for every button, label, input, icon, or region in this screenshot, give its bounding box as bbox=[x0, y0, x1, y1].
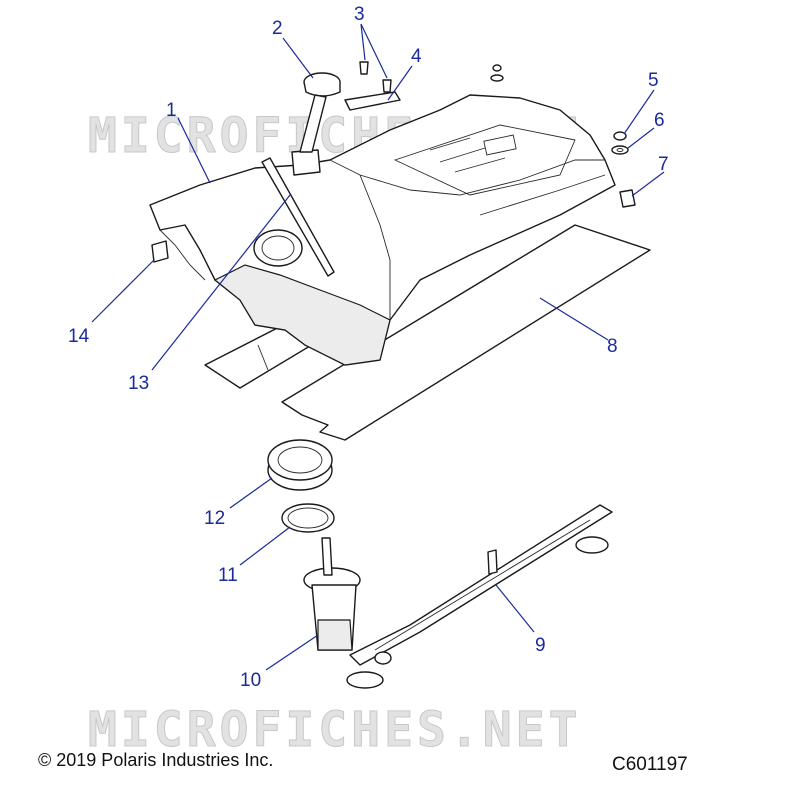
callout-13: 13 bbox=[128, 373, 149, 394]
lock-ring bbox=[267, 439, 333, 491]
callout-11: 11 bbox=[218, 565, 238, 586]
vent-rod bbox=[261, 157, 335, 277]
fuel-pump bbox=[303, 537, 384, 689]
callout-5: 5 bbox=[648, 70, 659, 91]
callout-6: 6 bbox=[654, 110, 665, 131]
callout-3: 3 bbox=[354, 4, 365, 25]
nut-washer-fastener bbox=[490, 64, 636, 208]
fuel-tank bbox=[149, 94, 616, 366]
callout-12: 12 bbox=[204, 508, 225, 529]
bracket bbox=[344, 91, 401, 111]
watermark-bottom: MICROFICHES.NET bbox=[88, 702, 581, 758]
callout-2: 2 bbox=[272, 18, 283, 39]
leader-lines bbox=[91, 23, 665, 671]
copyright-notice: © 2019 Polaris Industries Inc. bbox=[38, 750, 274, 770]
screws bbox=[359, 61, 392, 93]
callout-4: 4 bbox=[411, 46, 422, 67]
callout-9: 9 bbox=[535, 635, 546, 656]
fuel-lines bbox=[349, 504, 613, 666]
callout-14: 14 bbox=[68, 326, 90, 347]
seal-ring bbox=[281, 503, 335, 533]
callout-1: 1 bbox=[166, 100, 177, 121]
clip bbox=[151, 240, 169, 263]
diagram-code: C601197 bbox=[612, 754, 688, 775]
callout-8: 8 bbox=[607, 336, 618, 357]
callout-10: 10 bbox=[240, 670, 261, 691]
callout-7: 7 bbox=[658, 154, 669, 175]
